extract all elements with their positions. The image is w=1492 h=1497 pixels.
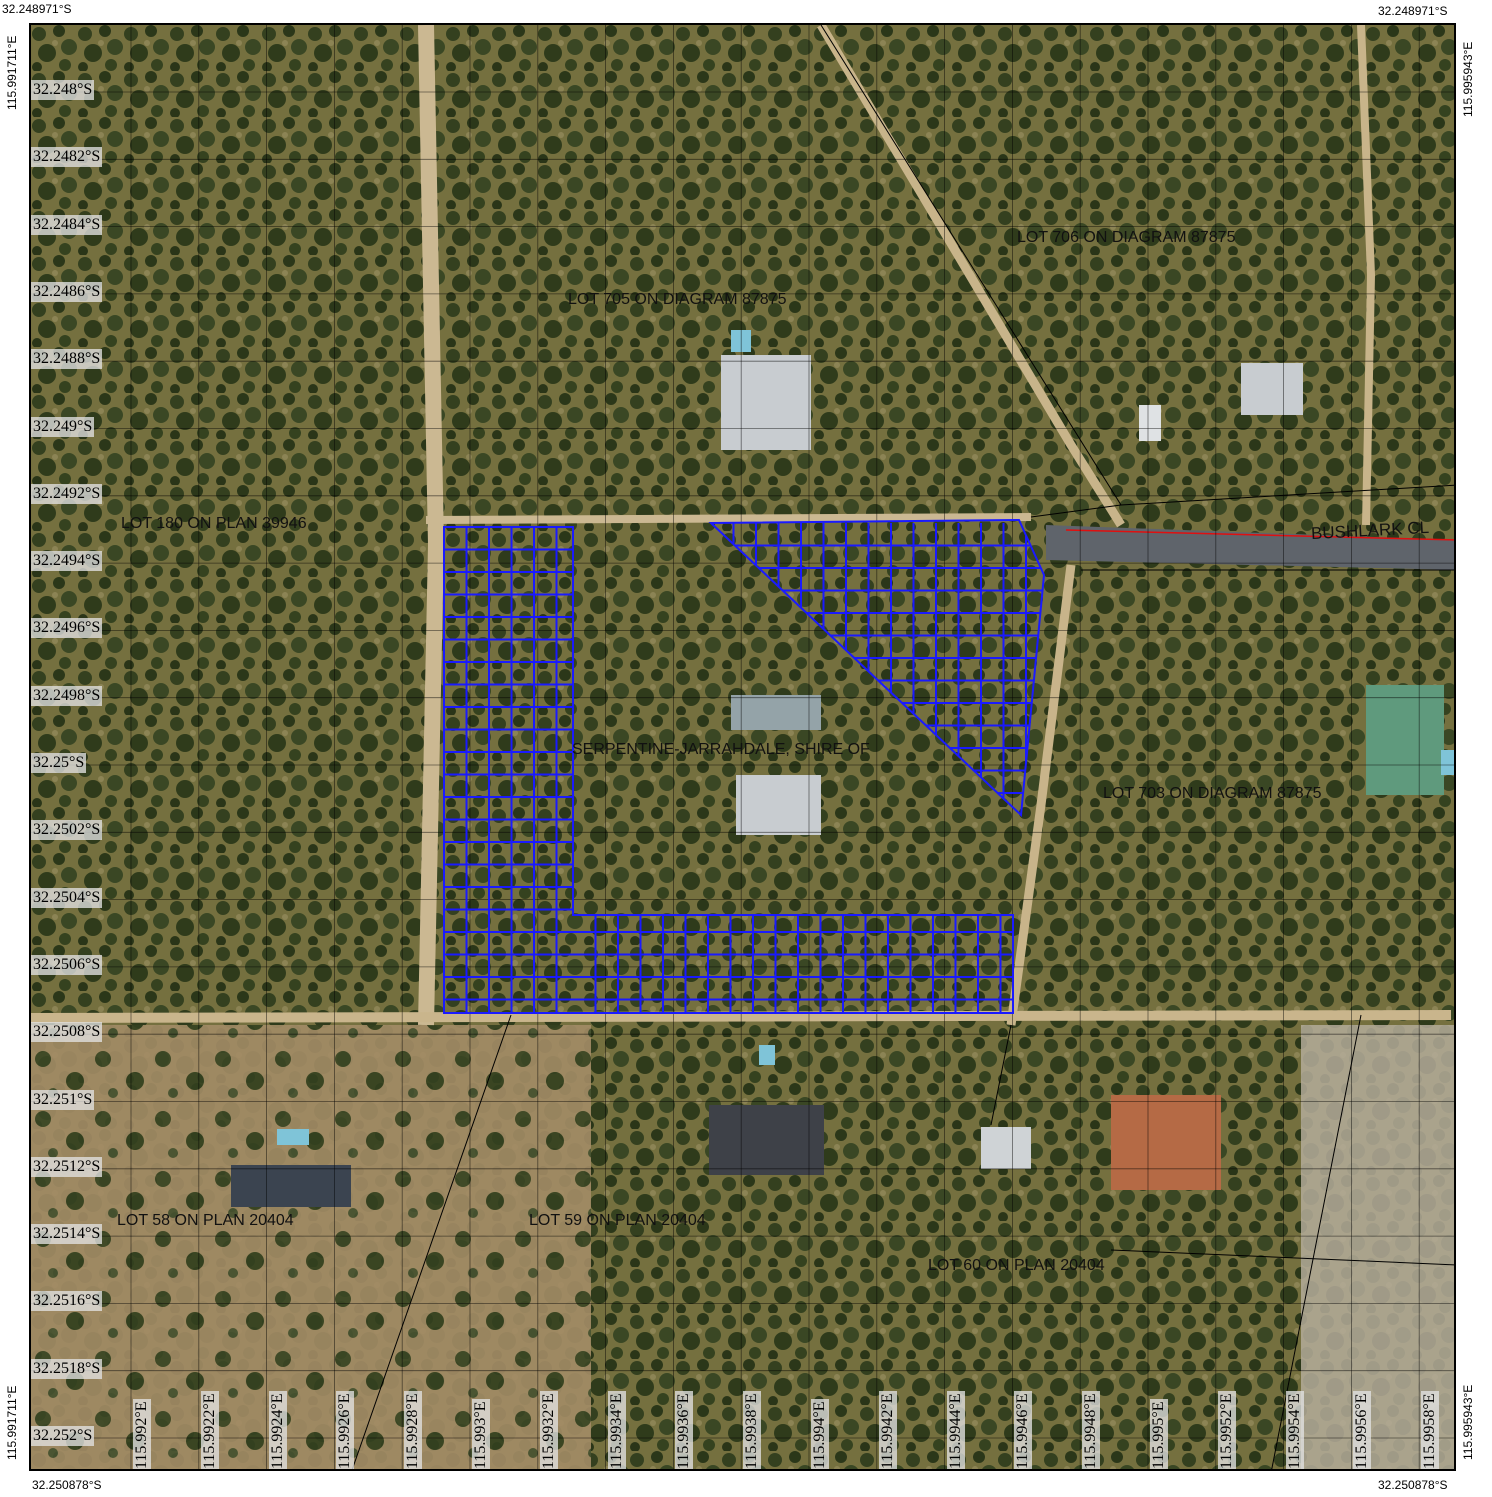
right-top-lon: 115.995943°E	[1461, 41, 1475, 117]
sandy-track-west	[418, 25, 445, 1026]
lot-label-58: LOT 58 ON PLAN 20404	[117, 1212, 294, 1229]
lon-label: 115.993°E	[472, 1399, 490, 1469]
lat-label: 32.25°S	[31, 753, 87, 773]
sandy-track-north	[425, 513, 1032, 524]
right-bottom-lon: 115.995943°E	[1461, 1384, 1475, 1460]
lat-label: 32.2508°S	[31, 1022, 103, 1043]
sandy-track-ne	[1357, 25, 1376, 526]
pool-lot59	[759, 1045, 775, 1065]
cadastral-boundaries	[351, 25, 1454, 1469]
hatch-outline-triangle	[708, 518, 1046, 818]
cleared-paddock-sw	[31, 1025, 591, 1469]
lat-label: 32.2482°S	[31, 147, 103, 168]
lot-label-180: LOT 180 ON PLAN 39946	[121, 515, 307, 532]
lon-label: 115.9944°E	[946, 1391, 965, 1469]
lat-label: 32.2512°S	[31, 1156, 103, 1177]
lon-label: 115.9928°E	[404, 1391, 423, 1469]
lot-label-703: LOT 703 ON DIAGRAM 87875	[1103, 785, 1322, 802]
lat-label: 32.2498°S	[31, 685, 103, 706]
hatched-area	[443, 518, 1046, 1014]
lot-label-706: LOT 706 ON DIAGRAM 87875	[1017, 229, 1236, 246]
lon-label: 115.9924°E	[268, 1391, 287, 1469]
lon-label: 115.9942°E	[878, 1391, 897, 1469]
left-top-lon: 115.991711°E	[5, 35, 19, 110]
lot-label-shire: SERPENTINE-JARRAHDALE, SHIRE OF	[572, 741, 870, 758]
lon-label: 115.9954°E	[1285, 1391, 1304, 1469]
house-lot706	[1241, 363, 1303, 415]
lon-label: 115.9926°E	[336, 1391, 355, 1469]
left-bottom-lon: 115.991711°E	[5, 1385, 19, 1460]
boundary-diagonal	[820, 25, 1122, 506]
corner-top-right-lat: 32.248971°S	[1378, 4, 1448, 18]
road-centerline	[1065, 529, 1454, 541]
boundary-lot60-east	[1110, 1249, 1454, 1266]
shed-lot60	[981, 1127, 1031, 1169]
lon-label: 115.9932°E	[539, 1391, 558, 1469]
lat-label: 32.2492°S	[31, 483, 103, 504]
lat-label: 32.248°S	[31, 80, 95, 100]
lat-label: 32.2518°S	[31, 1358, 103, 1379]
sandy-track-diagonal	[817, 25, 1125, 528]
lat-label: 32.2484°S	[31, 214, 103, 235]
lat-label: 32.2488°S	[31, 349, 103, 370]
aerial-map-frame[interactable]: 32.248°S 32.2482°S 32.2484°S 32.2486°S 32.24…	[29, 23, 1456, 1471]
lat-label: 32.2494°S	[31, 551, 103, 572]
lon-label: 115.994°E	[811, 1399, 829, 1469]
lat-label: 32.2502°S	[31, 820, 103, 841]
lon-label: 115.9946°E	[1014, 1391, 1033, 1469]
lat-label: 32.2496°S	[31, 618, 103, 639]
lat-label: 32.2514°S	[31, 1224, 103, 1245]
lon-label: 115.9956°E	[1353, 1391, 1372, 1469]
lon-label: 115.9936°E	[675, 1391, 694, 1469]
corner-top-left-lat: 32.248971°S	[2, 2, 72, 16]
house-lot703	[1366, 685, 1444, 795]
lat-label: 32.2506°S	[31, 954, 103, 975]
lon-label: 115.9958°E	[1421, 1391, 1440, 1469]
corner-bottom-left-lat: 32.250878°S	[32, 1478, 102, 1492]
lat-label: 32.2516°S	[31, 1291, 103, 1312]
lat-label: 32.252°S	[31, 1426, 95, 1446]
shed-lot706	[1139, 405, 1161, 441]
lon-label: 115.9934°E	[607, 1391, 626, 1469]
map-canvas	[31, 25, 1454, 1469]
boundary-south-lot60	[990, 1024, 1012, 1126]
lat-label: 32.2504°S	[31, 887, 103, 908]
pool-lot58	[277, 1129, 309, 1145]
house-lot60	[1111, 1095, 1221, 1190]
lon-label: 115.992°E	[133, 1399, 151, 1469]
lat-label: 32.251°S	[31, 1089, 95, 1110]
lot-label-60: LOT 60 ON PLAN 20404	[928, 1257, 1105, 1274]
sandy-track-east	[1006, 564, 1076, 1026]
lon-label: 115.9938°E	[743, 1391, 762, 1469]
lat-label: 32.249°S	[31, 416, 95, 437]
lot-label-705: LOT 705 ON DIAGRAM 87875	[568, 291, 787, 308]
lon-label: 115.9922°E	[200, 1391, 219, 1469]
house-central	[736, 775, 821, 835]
pool-lot703	[1441, 750, 1454, 775]
lon-label: 115.9952°E	[1217, 1391, 1236, 1469]
house-lot705	[721, 355, 811, 450]
house-lot59	[709, 1105, 824, 1175]
lot-label-59: LOT 59 ON PLAN 20404	[529, 1212, 706, 1229]
corner-bottom-right-lat: 32.250878°S	[1378, 1478, 1448, 1492]
house-lot58	[231, 1165, 351, 1207]
lon-label: 115.995°E	[1150, 1399, 1168, 1469]
lon-label: 115.9948°E	[1082, 1391, 1101, 1469]
hatch-outline-l-shape	[443, 526, 1014, 1014]
shed-central	[731, 695, 821, 730]
lat-label: 32.2486°S	[31, 281, 103, 302]
boundary-sw-diagonal	[351, 1014, 512, 1469]
